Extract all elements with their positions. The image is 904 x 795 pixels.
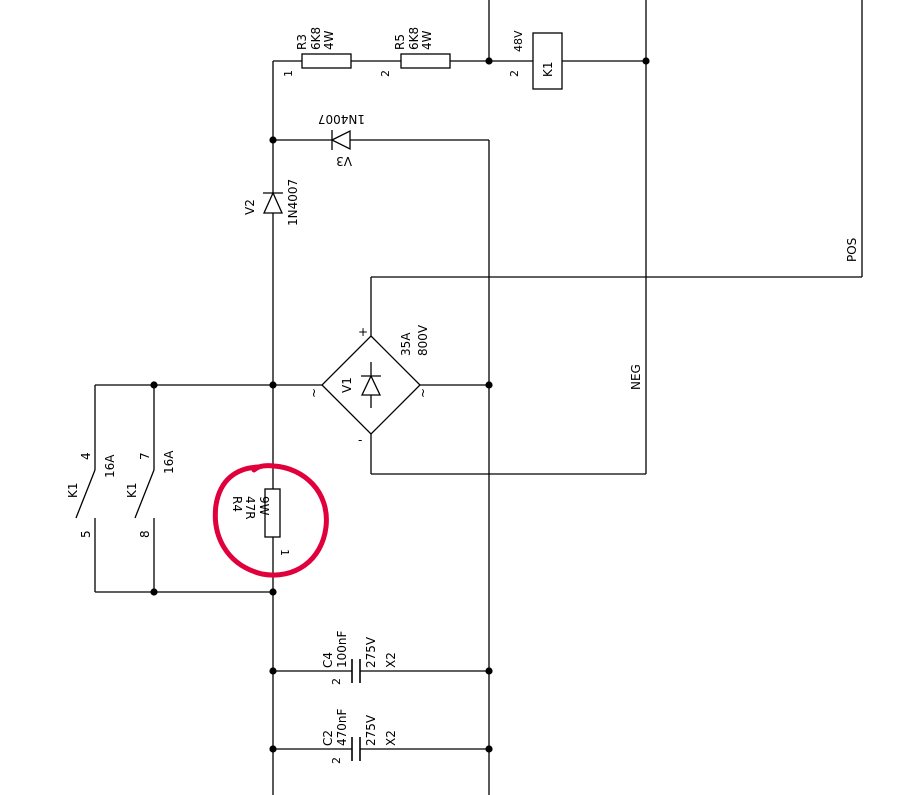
c4-voltage-label: 275V — [364, 636, 378, 668]
c4-value-label: 100nF — [335, 630, 349, 668]
junctions — [150, 57, 650, 753]
r5-power-label: 4W — [420, 30, 434, 50]
relay-contact-k1-b: K1 7 8 16A — [125, 450, 176, 538]
relay-coil-name-label: K1 — [541, 61, 555, 77]
c4-pin-label: 2 — [330, 678, 343, 685]
c4-class-label: X2 — [384, 652, 398, 668]
contact-b-pin-bottom-label: 8 — [138, 530, 152, 538]
contact-b-name-label: K1 — [125, 482, 139, 498]
v1-current-label: 35A — [399, 332, 413, 356]
r4-power-label: 9W — [257, 496, 271, 516]
contact-b-rating-label: 16A — [162, 450, 176, 474]
contact-a-rating-label: 16A — [103, 454, 117, 478]
v3-part-label: 1N4007 — [318, 112, 365, 126]
v3-name-label: V3 — [336, 154, 352, 168]
highlight-circle — [212, 463, 329, 578]
r3-value-label: 6K8 — [309, 27, 323, 50]
r4-value-label: 47R — [243, 496, 257, 520]
capacitor-c2: C2 470nF 275V X2 2 — [321, 708, 398, 764]
r5-name-label: R5 — [393, 34, 407, 50]
v1-voltage-label: 800V — [416, 324, 430, 356]
r4-name-label: R4 — [230, 496, 244, 512]
relay-coil-voltage-label: 48V — [512, 30, 525, 52]
v2-name-label: V2 — [243, 199, 257, 215]
v1-ac-left-label: ~ — [307, 388, 321, 398]
wires — [94, 0, 863, 795]
capacitor-c4: C4 100nF 275V X2 2 — [321, 630, 398, 685]
relay-contact-k1-a: K1 4 5 16A — [66, 452, 117, 538]
c2-pin-label: 2 — [330, 757, 343, 764]
r3-pin-label: 1 — [282, 70, 295, 77]
relay-coil-k1: K1 48V 2 — [508, 30, 563, 90]
c2-class-label: X2 — [384, 730, 398, 746]
v1-plus-label: + — [358, 325, 368, 339]
diode-v2: V2 1N4007 — [243, 179, 300, 226]
contact-b-pin-top-label: 7 — [138, 452, 152, 460]
r3-name-label: R3 — [295, 34, 309, 50]
v1-name-label: V1 — [340, 377, 354, 393]
contact-a-name-label: K1 — [66, 482, 80, 498]
c2-name-label: C2 — [321, 730, 335, 746]
resistor-r3: R3 6K8 4W 1 — [282, 27, 352, 77]
c2-value-label: 470nF — [335, 708, 349, 746]
v2-part-label: 1N4007 — [286, 179, 300, 226]
r3-power-label: 4W — [322, 30, 336, 50]
resistor-r4: 9W 47R R4 1 — [230, 488, 291, 556]
contact-a-pin-bottom-label: 5 — [79, 530, 93, 538]
bridge-rectifier-v1: V1 35A 800V + - ~ ~ — [307, 324, 430, 447]
r5-pin-label: 2 — [379, 70, 392, 77]
resistor-r5: R5 6K8 4W 2 — [379, 27, 451, 77]
net-label-pos: POS — [845, 238, 859, 262]
net-label-neg: NEG — [629, 364, 643, 390]
v1-minus-label: - — [358, 433, 362, 447]
contact-a-pin-top-label: 4 — [79, 452, 93, 460]
r5-value-label: 6K8 — [407, 27, 421, 50]
c4-name-label: C4 — [321, 652, 335, 668]
r4-pin-label: 1 — [278, 549, 291, 556]
diode-v3: 1N4007 V3 — [318, 112, 365, 168]
v1-ac-right-label: ~ — [416, 388, 430, 398]
c2-voltage-label: 275V — [364, 714, 378, 746]
relay-coil-pin-label: 2 — [508, 70, 521, 77]
